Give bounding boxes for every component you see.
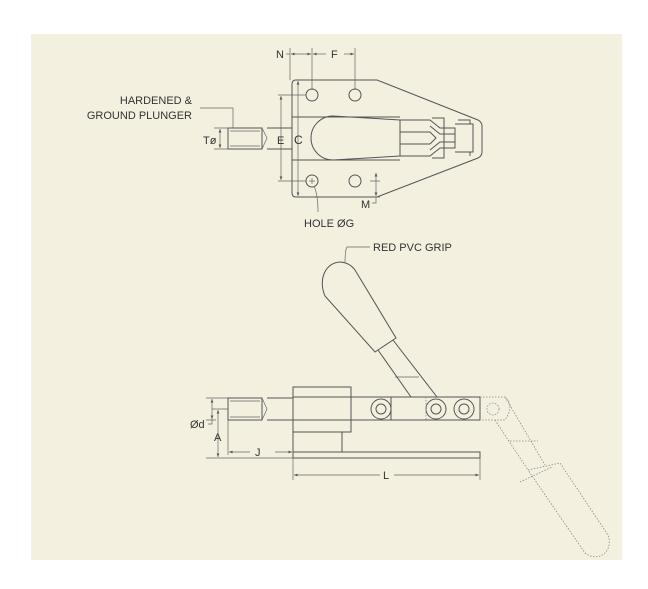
label-grip: RED PVC GRIP (373, 242, 452, 254)
pivot (453, 398, 475, 420)
pivot (370, 398, 392, 420)
pivot (425, 398, 447, 420)
plunger-shaft (267, 127, 292, 150)
label-n: N (276, 49, 284, 61)
plunger-stud (227, 127, 263, 150)
label-e: E (277, 135, 284, 147)
body-band (292, 116, 400, 161)
label-hole: HOLE ØG (304, 218, 354, 230)
mount-hole (348, 174, 362, 188)
guide-block (292, 386, 352, 433)
label-d-dia: Ød (190, 419, 205, 431)
handle-top (310, 115, 401, 161)
label-hardened-2: GROUND PLUNGER (87, 110, 192, 122)
handle-rod (377, 339, 438, 398)
label-f: F (331, 49, 338, 61)
label-t-dia: Tø (203, 135, 217, 147)
label-j: J (255, 447, 261, 459)
base-plate (291, 79, 483, 198)
label-m: M (361, 199, 370, 211)
grip (321, 261, 397, 353)
ghost-handle (480, 396, 511, 421)
label-l: L (383, 470, 389, 482)
top-view (200, 48, 483, 213)
base-plate-side (292, 451, 481, 459)
mount-hole (305, 88, 319, 102)
label-c: C (294, 133, 303, 147)
mount-hole (348, 88, 362, 102)
label-a: A (214, 432, 222, 444)
label-hardened-1: HARDENED & (120, 95, 193, 107)
side-view (206, 246, 610, 558)
clevis (400, 117, 474, 159)
